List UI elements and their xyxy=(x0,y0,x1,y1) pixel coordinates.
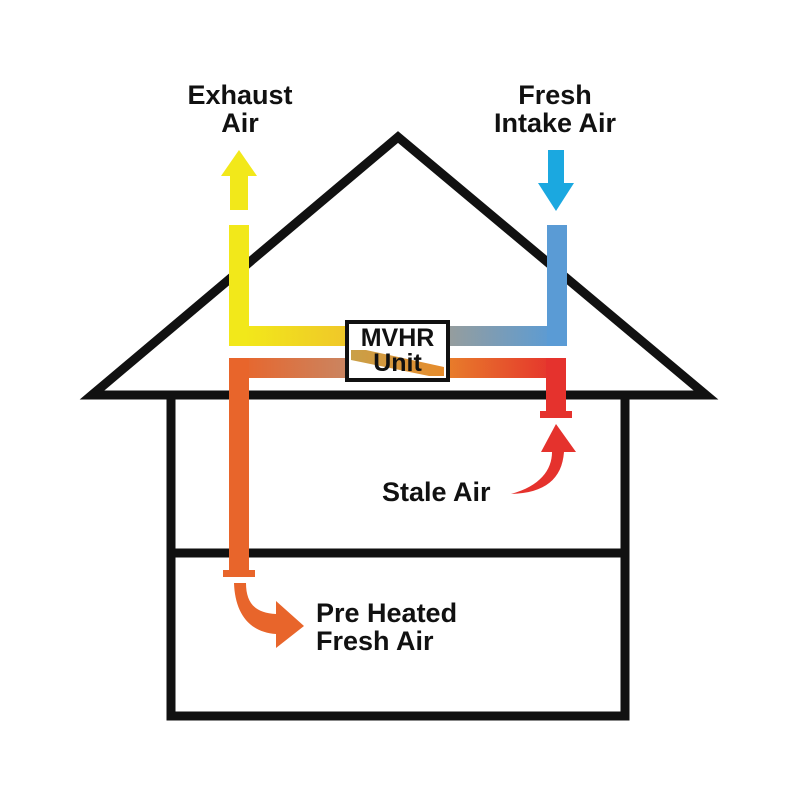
exhaust-air-label-line1: Exhaust xyxy=(187,80,293,110)
stale-air-label: Stale Air xyxy=(382,477,491,507)
exhaust-duct xyxy=(229,225,249,337)
preheated-fresh-air-label-line1: Pre Heated xyxy=(316,598,458,628)
preheated-fresh-air-label: Pre Heated Fresh Air xyxy=(316,599,457,655)
stale-air-arrow xyxy=(511,424,576,494)
mvhr-unit-label: MVHR Unit xyxy=(347,326,448,376)
exhaust-air-label: Exhaust Air xyxy=(170,81,310,137)
arrow-down-icon xyxy=(538,150,574,211)
arrow-up-icon xyxy=(221,150,257,210)
duct-network xyxy=(223,225,572,577)
curved-arrow-icon xyxy=(511,424,576,494)
intake-duct xyxy=(547,225,567,346)
preheated-vent xyxy=(223,570,255,577)
mvhr-unit-label-line1: MVHR xyxy=(360,324,435,352)
preheated-fresh-air-label-line2: Fresh Air xyxy=(316,626,434,656)
fresh-intake-air-label-line2: Intake Air xyxy=(493,108,617,138)
stale-air-vent xyxy=(540,411,572,418)
fresh-intake-air-label-line1: Fresh xyxy=(518,80,592,110)
mvhr-crossflow xyxy=(351,350,444,376)
exhaust-air-label-line2: Air xyxy=(221,108,259,138)
curved-arrow-icon xyxy=(234,583,304,648)
mvhr-unit xyxy=(345,320,450,382)
preheated-duct xyxy=(229,358,249,573)
preheated-arrow xyxy=(234,583,304,648)
stale-air-duct xyxy=(546,358,566,414)
mvhr-unit-label-line2: Unit xyxy=(373,349,422,377)
fresh-intake-air-label: Fresh Intake Air xyxy=(470,81,640,137)
